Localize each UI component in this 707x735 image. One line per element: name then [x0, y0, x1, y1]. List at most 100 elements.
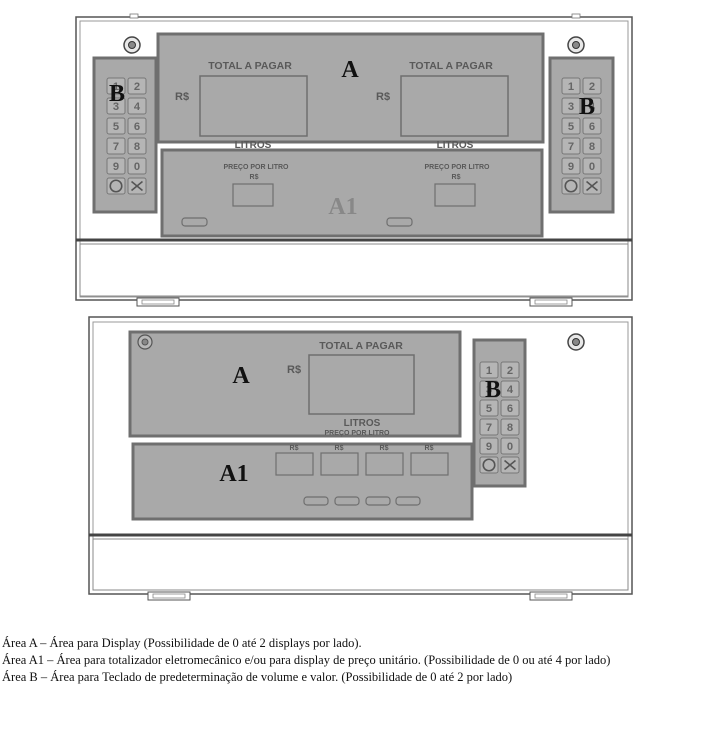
area-a1-totalizer-top: PREÇO POR LITRO R$ PREÇO POR LITRO R$ A1 — [160, 148, 544, 238]
area-b-keypad: 1 2 3 4 5 6 7 8 9 0 B — [472, 338, 527, 488]
foot — [147, 591, 191, 601]
keypad-key — [582, 137, 602, 155]
liters-label-left: LITROS — [235, 140, 272, 151]
keypad-key-label: 3 — [113, 101, 119, 113]
keypad-key — [127, 97, 147, 115]
price-label-left: PREÇO POR LITRO — [224, 164, 290, 171]
keypad-key — [479, 361, 499, 379]
keypad-key — [500, 399, 520, 417]
keypad-key-label: 7 — [568, 141, 574, 153]
keypad-key — [582, 117, 602, 135]
keypad-key-label: 7 — [486, 422, 492, 434]
foot — [529, 297, 573, 307]
keypad-key-label: 1 — [486, 365, 492, 377]
total-label-left: TOTAL A PAGAR — [208, 60, 292, 72]
currency-label: R$ — [287, 364, 301, 376]
area-a-label: A — [232, 363, 250, 389]
area-a1-label: A1 — [328, 194, 357, 220]
keypad-key-label: 2 — [589, 81, 595, 93]
price-currency-left: R$ — [250, 174, 259, 181]
keypad-key-label: 9 — [486, 441, 492, 453]
area-a-display-bottom: TOTAL A PAGAR R$ LITROS PREÇO POR LITRO … — [128, 330, 462, 438]
a1-window — [275, 452, 314, 476]
keypad-key-label: 6 — [589, 121, 595, 133]
area-a-display-top: TOTAL A PAGAR TOTAL A PAGAR R$ R$ A — [156, 32, 545, 144]
keypad-key — [479, 380, 499, 398]
keypad-key — [106, 117, 126, 135]
a1-currency-label: R$ — [380, 445, 389, 452]
currency-label-right: R$ — [376, 91, 390, 103]
dispenser-diagram: TOTAL A PAGAR TOTAL A PAGAR R$ R$ A LITR… — [75, 13, 633, 601]
screw-icon — [123, 36, 141, 54]
keypad-key-label: 3 — [486, 384, 492, 396]
cancel-key-icon — [586, 180, 598, 192]
keypad-key-label: 8 — [589, 141, 595, 153]
keypad-key — [106, 157, 126, 175]
price-currency-right: R$ — [452, 174, 461, 181]
keypad-key-label: 6 — [134, 121, 140, 133]
keypad-key-label: 5 — [568, 121, 574, 133]
caption-area-b: Área B – Área para Teclado de predetermi… — [2, 670, 513, 684]
keypad-key-label: 5 — [113, 121, 119, 133]
keypad-key-label: 4 — [589, 101, 596, 113]
keypad-key — [561, 77, 581, 95]
keypad-key — [127, 157, 147, 175]
keypad-key — [561, 117, 581, 135]
bottom-unit: TOTAL A PAGAR R$ LITROS PREÇO POR LITRO … — [88, 316, 633, 601]
keypad-key-label: 9 — [113, 161, 119, 173]
keypad-key — [127, 137, 147, 155]
circle-key-icon — [482, 458, 496, 472]
keypad-key-label: 3 — [568, 101, 574, 113]
total-label: TOTAL A PAGAR — [319, 340, 403, 352]
circle-key-icon — [109, 179, 123, 193]
keypad-key-label: 5 — [486, 403, 492, 415]
a1-window — [320, 452, 359, 476]
area-a1-label: A1 — [219, 461, 248, 487]
keypad-key-label: 4 — [507, 384, 514, 396]
foot — [529, 591, 573, 601]
keypad-key-label: 0 — [589, 161, 595, 173]
screw-icon — [567, 333, 585, 351]
keypad-key — [500, 380, 520, 398]
keypad-key — [127, 77, 147, 95]
keypad-key-label: 4 — [134, 101, 141, 113]
area-b-label: B — [579, 94, 595, 120]
screw-icon — [567, 36, 585, 54]
area-b-label: B — [109, 81, 125, 107]
a1-window — [365, 452, 404, 476]
keypad-key-label: 8 — [134, 141, 140, 153]
total-label-right: TOTAL A PAGAR — [409, 60, 493, 72]
keypad-key — [479, 437, 499, 455]
keypad-key — [561, 137, 581, 155]
keypad-key-label: 8 — [507, 422, 513, 434]
keypad-key — [500, 437, 520, 455]
keypad-key — [479, 399, 499, 417]
screw-icon — [137, 334, 153, 350]
keypad-key — [106, 77, 126, 95]
keypad-key-label: 2 — [134, 81, 140, 93]
keypad-key-label: 1 — [568, 81, 574, 93]
keypad-key-label: 1 — [113, 81, 119, 93]
caption-area-a: Área A – Área para Display (Possibilidad… — [2, 636, 362, 650]
keypad-key-label: 6 — [507, 403, 513, 415]
caption-area-a1: Área A1 – Área para totalizador eletrome… — [2, 653, 611, 667]
keypad-key — [500, 418, 520, 436]
keypad-key — [582, 77, 602, 95]
top-unit: TOTAL A PAGAR TOTAL A PAGAR R$ R$ A LITR… — [75, 13, 633, 307]
keypad-key-label: 2 — [507, 365, 513, 377]
a1-window — [410, 452, 449, 476]
a1-currency-label: R$ — [425, 445, 434, 452]
keypad-key — [479, 418, 499, 436]
price-label: PREÇO POR LITRO — [325, 430, 391, 437]
cancel-key-icon — [131, 180, 143, 192]
area-b-label: B — [485, 377, 501, 403]
a1-currency-label: R$ — [335, 445, 344, 452]
a1-currency-label: R$ — [290, 445, 299, 452]
keypad-key — [127, 117, 147, 135]
keypad-key — [500, 361, 520, 379]
keypad-key-label: 0 — [507, 441, 513, 453]
area-a-label: A — [341, 57, 359, 83]
keypad-key-label: 0 — [134, 161, 140, 173]
